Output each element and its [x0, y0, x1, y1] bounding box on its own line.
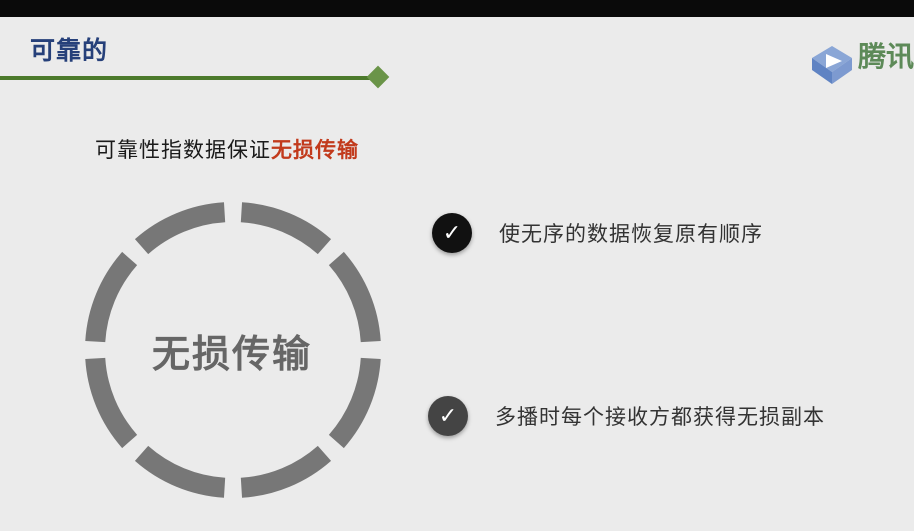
subtitle-prefix: 可靠性指数据保证 — [95, 138, 271, 162]
logo-text: 腾讯 — [858, 40, 914, 73]
ring-segment — [134, 202, 226, 255]
segmented-ring — [85, 202, 381, 498]
ring-segment — [85, 251, 138, 343]
play-triangle-icon — [826, 54, 842, 68]
point-text: 使无序的数据恢复原有顺序 — [499, 222, 763, 246]
subtitle-emphasis: 无损传输 — [271, 138, 359, 162]
ring-segment — [240, 445, 332, 498]
point-item-1: ✓ 使无序的数据恢复原有顺序 — [432, 213, 763, 253]
ring-segment — [134, 445, 226, 498]
check-icon: ✓ — [432, 213, 472, 253]
point-text: 多播时每个接收方都获得无损副本 — [495, 405, 825, 429]
diamond-icon — [366, 65, 390, 89]
ring-segment — [85, 357, 138, 449]
slide: 可靠的 腾讯 可靠性指数据保证无损传输 无损传输 ✓ 使无序的数据恢复原有顺序 … — [0, 17, 914, 531]
ring-center-label: 无损传输 — [151, 332, 312, 376]
logo — [812, 46, 852, 84]
ring-segment — [240, 202, 332, 255]
title-underline — [0, 76, 372, 80]
ring-segment — [328, 357, 381, 449]
point-item-2: ✓ 多播时每个接收方都获得无损副本 — [428, 396, 825, 436]
check-icon: ✓ — [428, 396, 468, 436]
ring-segment — [328, 251, 381, 343]
subtitle: 可靠性指数据保证无损传输 — [95, 134, 359, 164]
slide-title: 可靠的 — [30, 36, 109, 65]
